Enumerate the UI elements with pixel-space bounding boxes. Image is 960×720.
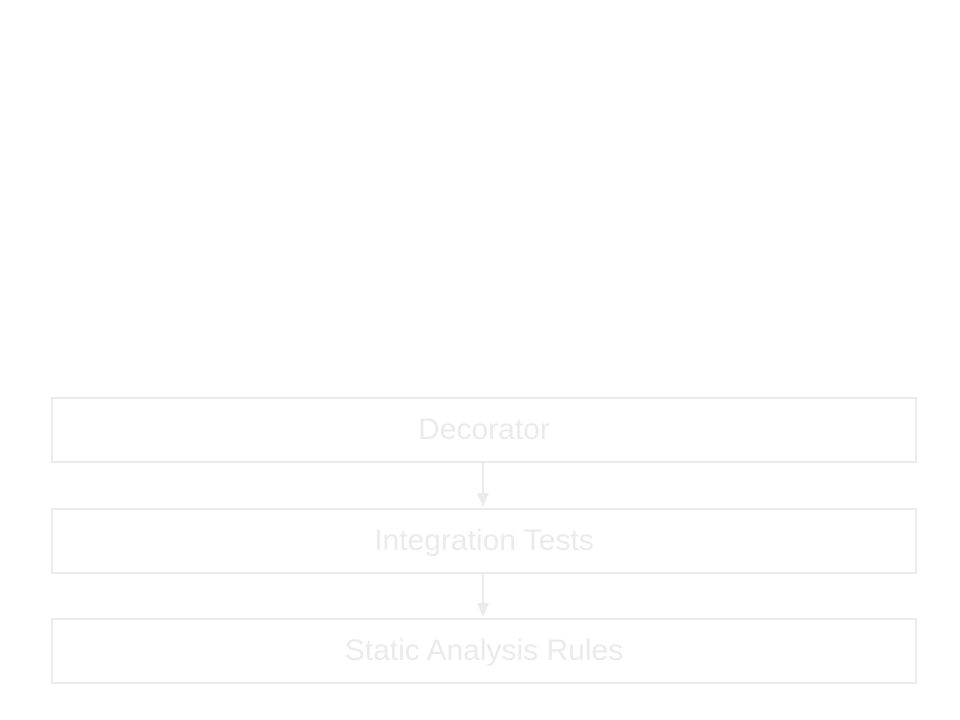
node-integration-tests: Integration Tests [51,508,917,574]
node-static-analysis-rules: Static Analysis Rules [51,618,917,684]
arrowhead-icon [477,603,489,617]
node-label: Decorator [418,413,550,446]
arrowhead-icon [477,493,489,507]
node-label: Static Analysis Rules [344,634,624,667]
node-label: Integration Tests [374,524,594,557]
node-decorator: Decorator [51,397,917,463]
edge-integration-tests-to-static-analysis-rules [477,574,489,617]
edge-decorator-to-integration-tests [477,463,489,507]
